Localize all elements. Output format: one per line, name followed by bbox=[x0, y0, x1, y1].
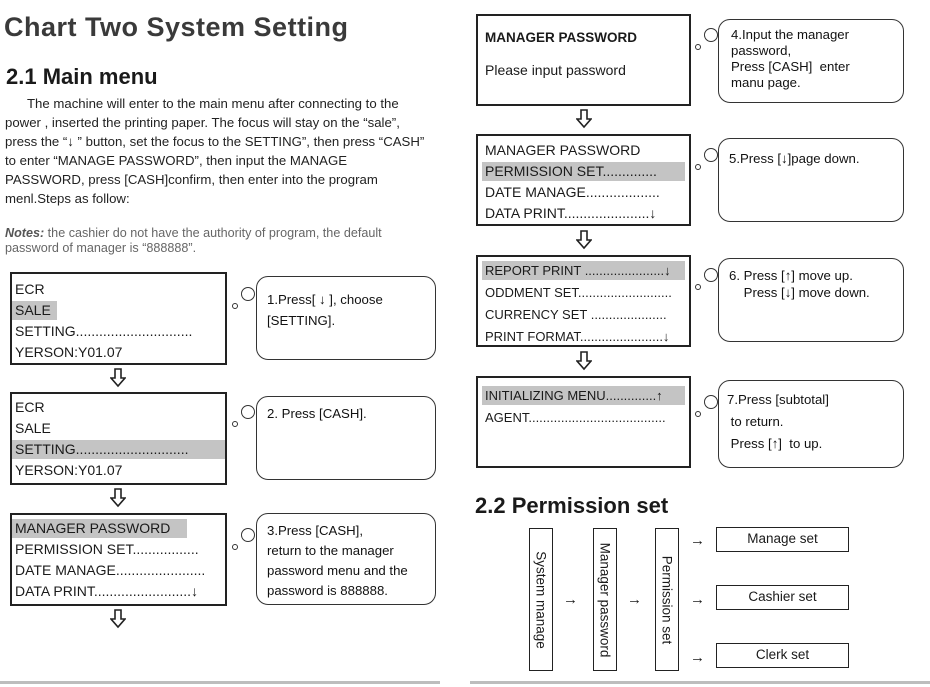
down-arrow-icon bbox=[110, 488, 126, 508]
flow-target-clerk-set: Clerk set bbox=[716, 643, 849, 668]
lcd-row-highlighted: SALE bbox=[12, 301, 57, 320]
flow-target-manage-set: Manage set bbox=[716, 527, 849, 552]
left-footer-line bbox=[0, 681, 440, 684]
flow-arrow-icon: → bbox=[690, 532, 705, 549]
flow-arrow-icon: → bbox=[690, 649, 705, 666]
lcd-screen-2: ECR SALE SETTING........................… bbox=[10, 392, 227, 485]
flow-label: Manager password bbox=[597, 542, 613, 657]
lcd-row: CURRENCY SET ..................... bbox=[485, 307, 667, 322]
instruction-bubble-2: 2. Press [CASH]. bbox=[256, 396, 436, 480]
section-title-main-menu: 2.1 Main menu bbox=[6, 64, 158, 89]
flow-box-system-manage: System manage bbox=[529, 528, 553, 671]
lcd-row: ECR bbox=[15, 281, 45, 297]
lcd-row: DATA PRINT......................↓ bbox=[485, 205, 657, 221]
bubble-connector-small bbox=[232, 544, 238, 550]
bubble-text: 1.Press[ ↓ ], choose [SETTING]. bbox=[267, 292, 383, 328]
lcd-row: Please input password bbox=[485, 62, 626, 78]
instruction-bubble-7: 7.Press [subtotal] to return. Press [↑] … bbox=[718, 380, 904, 468]
down-arrow-icon bbox=[576, 230, 592, 250]
instruction-bubble-3: 3.Press [CASH], return to the manager pa… bbox=[256, 513, 436, 605]
right-footer-line bbox=[470, 681, 930, 684]
lcd-row: SETTING.............................. bbox=[15, 323, 193, 339]
notes: Notes: the cashier do not have the autho… bbox=[5, 226, 430, 256]
intro-paragraph: The machine will enter to the main menu … bbox=[5, 94, 430, 208]
lcd-row-title: MANAGER PASSWORD bbox=[485, 30, 638, 45]
bubble-connector-small bbox=[695, 164, 701, 170]
lcd-row: ECR bbox=[15, 399, 45, 415]
flow-target-cashier-set: Cashier set bbox=[716, 585, 849, 610]
bubble-connector bbox=[704, 395, 718, 409]
down-arrow-icon bbox=[576, 351, 592, 371]
bubble-connector-small bbox=[695, 411, 701, 417]
flow-arrow-icon: → bbox=[627, 591, 642, 608]
bubble-connector bbox=[704, 28, 718, 42]
flow-box-permission-set: Permission set bbox=[655, 528, 679, 671]
bubble-text: 6. Press [↑] move up. Press [↓] move dow… bbox=[729, 268, 870, 300]
lcd-row: DATA PRINT.........................↓ bbox=[15, 583, 199, 599]
lcd-row-highlighted: SETTING............................. bbox=[12, 440, 225, 459]
lcd-row: PRINT FORMAT.......................↓ bbox=[485, 329, 670, 344]
bubble-connector-small bbox=[695, 44, 701, 50]
down-arrow-icon bbox=[110, 368, 126, 388]
bubble-connector bbox=[704, 148, 718, 162]
bubble-connector-small bbox=[232, 421, 238, 427]
down-arrow-icon bbox=[110, 609, 126, 629]
flow-box-manager-password: Manager password bbox=[593, 528, 617, 671]
bubble-text: 3.Press [CASH], return to the manager pa… bbox=[267, 523, 408, 598]
lcd-row: AGENT...................................… bbox=[485, 410, 666, 425]
intro-text: The machine will enter to the main menu … bbox=[5, 96, 425, 206]
bubble-connector-small bbox=[695, 284, 701, 290]
lcd-row: SALE bbox=[15, 420, 51, 436]
lcd-row-highlighted: REPORT PRINT ......................↓ bbox=[482, 261, 685, 280]
bubble-connector bbox=[241, 405, 255, 419]
lcd-screen-6: REPORT PRINT ......................↓ ODD… bbox=[476, 255, 691, 347]
lcd-row: PERMISSION SET................. bbox=[15, 541, 199, 557]
lcd-row: ODDMENT SET.......................... bbox=[485, 285, 672, 300]
page-title: Chart Two System Setting bbox=[4, 12, 349, 42]
lcd-row: DATE MANAGE................... bbox=[485, 184, 660, 200]
instruction-bubble-4: 4.Input the manager password, Press [CAS… bbox=[718, 19, 904, 103]
lcd-row-highlighted: INITIALIZING MENU..............↑ bbox=[482, 386, 685, 405]
instruction-bubble-5: 5.Press [↓]page down. bbox=[718, 138, 904, 222]
lcd-screen-3: MANAGER PASSWORD PERMISSION SET.........… bbox=[10, 513, 227, 606]
notes-text: the cashier do not have the authority of… bbox=[5, 226, 382, 255]
lcd-screen-4: MANAGER PASSWORD Please input password bbox=[476, 14, 691, 106]
lcd-screen-5: MANAGER PASSWORD PERMISSION SET.........… bbox=[476, 134, 691, 226]
bubble-text: 5.Press [↓]page down. bbox=[729, 151, 860, 166]
lcd-row-highlighted: MANAGER PASSWORD bbox=[12, 519, 187, 538]
bubble-text: 2. Press [CASH]. bbox=[267, 406, 367, 421]
lcd-row-highlighted: PERMISSION SET.............. bbox=[482, 162, 685, 181]
instruction-bubble-1: 1.Press[ ↓ ], choose [SETTING]. bbox=[256, 276, 436, 360]
lcd-row: YERSON:Y01.07 bbox=[15, 344, 123, 360]
flow-arrow-icon: → bbox=[563, 591, 578, 608]
instruction-bubble-6: 6. Press [↑] move up. Press [↓] move dow… bbox=[718, 258, 904, 342]
lcd-screen-1: ECR SALE SETTING........................… bbox=[10, 272, 227, 365]
lcd-row: YERSON:Y01.07 bbox=[15, 462, 123, 478]
lcd-row: MANAGER PASSWORD bbox=[485, 142, 641, 158]
flow-label: Permission set bbox=[659, 555, 675, 644]
bubble-text: 4.Input the manager password, Press [CAS… bbox=[731, 27, 850, 90]
bubble-connector bbox=[704, 268, 718, 282]
lcd-row: DATE MANAGE....................... bbox=[15, 562, 206, 578]
flow-arrow-icon: → bbox=[690, 591, 705, 608]
bubble-connector bbox=[241, 287, 255, 301]
flow-label: System manage bbox=[533, 550, 549, 649]
notes-label: Notes: bbox=[5, 226, 45, 240]
bubble-text: 7.Press [subtotal] to return. Press [↑] … bbox=[727, 392, 829, 451]
lcd-screen-7: INITIALIZING MENU..............↑ AGENT..… bbox=[476, 376, 691, 468]
section-title-permission-set: 2.2 Permission set bbox=[475, 493, 669, 518]
bubble-connector bbox=[241, 528, 255, 542]
bubble-connector-small bbox=[232, 303, 238, 309]
down-arrow-icon bbox=[576, 109, 592, 129]
